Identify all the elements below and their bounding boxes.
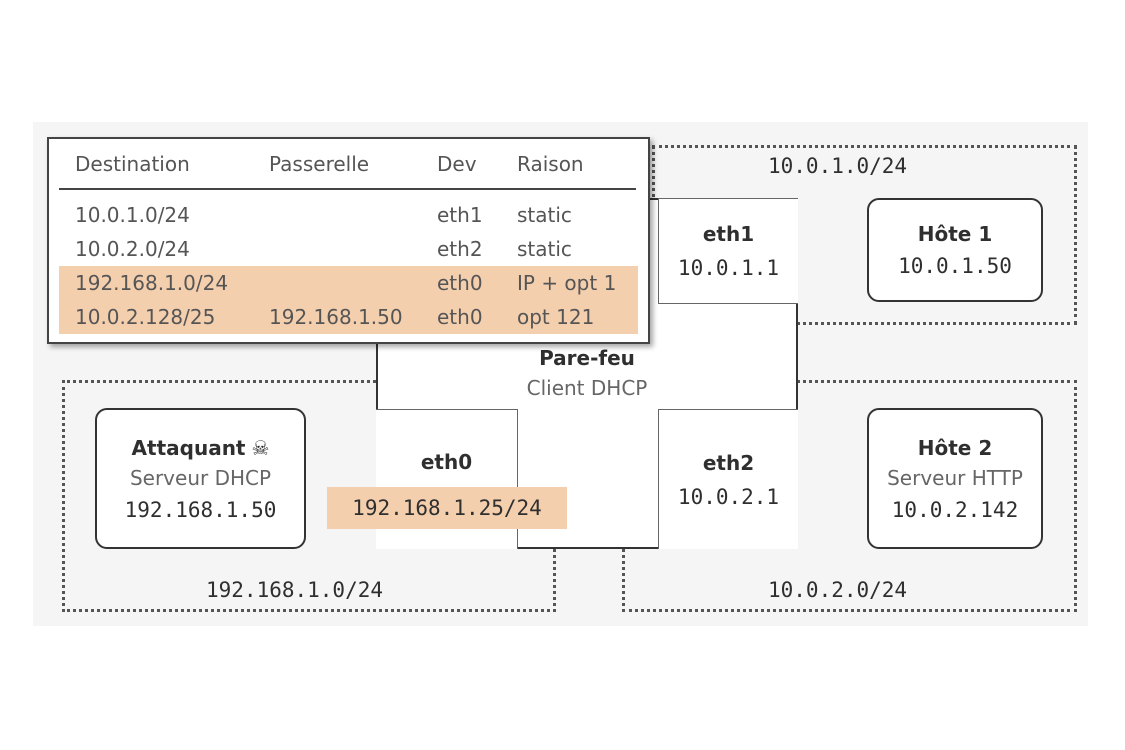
network-cidr-192-168-1: 192.168.1.0/24 xyxy=(206,578,384,602)
firewall-eth1: eth1 10.0.1.1 xyxy=(658,198,798,304)
attacker-title: Attaquant☠ xyxy=(132,436,270,460)
host-2-box: Hôte 2 Serveur HTTP 10.0.2.142 xyxy=(867,408,1043,549)
eth1-name: eth1 xyxy=(702,222,755,246)
attacker-ip: 192.168.1.50 xyxy=(124,497,277,522)
routing-table-header: Destination Passerelle Dev Raison xyxy=(59,147,638,181)
cell-raison: opt 121 xyxy=(517,305,595,329)
header-destination: Destination xyxy=(75,152,190,176)
routing-table: Destination Passerelle Dev Raison 10.0.1… xyxy=(47,137,650,344)
host-2-name: Hôte 2 xyxy=(917,435,993,460)
attacker-name: Attaquant xyxy=(131,435,246,460)
cell-destination: 10.0.2.128/25 xyxy=(75,305,216,329)
header-divider xyxy=(59,188,636,190)
host-2-role: Serveur HTTP xyxy=(887,465,1023,490)
attacker-role: Serveur DHCP xyxy=(129,465,272,490)
cell-dev: eth1 xyxy=(437,203,483,227)
cell-destination: 10.0.1.0/24 xyxy=(75,203,190,227)
cell-passerelle: 192.168.1.50 xyxy=(269,305,403,329)
header-raison: Raison xyxy=(517,152,584,176)
firewall-role: Client DHCP xyxy=(526,376,648,400)
host-1-ip: 10.0.1.50 xyxy=(898,254,1012,278)
eth0-ip: 192.168.1.25/24 xyxy=(327,487,567,529)
cell-raison: static xyxy=(517,203,572,227)
cell-dev: eth2 xyxy=(437,237,483,261)
network-cidr-10-0-1: 10.0.1.0/24 xyxy=(768,154,908,178)
table-row-highlighted: 10.0.2.128/25 192.168.1.50 eth0 opt 121 xyxy=(59,300,638,334)
host-1-box: Hôte 1 10.0.1.50 xyxy=(867,198,1043,302)
attacker-box: Attaquant☠ Serveur DHCP 192.168.1.50 xyxy=(95,408,306,549)
eth2-ip: 10.0.2.1 xyxy=(677,484,780,509)
firewall-name: Pare-feu xyxy=(539,346,635,370)
cell-destination: 192.168.1.0/24 xyxy=(75,271,229,295)
cell-raison: static xyxy=(517,237,572,261)
header-passerelle: Passerelle xyxy=(269,152,370,176)
cell-destination: 10.0.2.0/24 xyxy=(75,237,190,261)
eth0-name: eth0 xyxy=(420,450,473,474)
table-row-highlighted: 192.168.1.0/24 eth0 IP + opt 1 xyxy=(59,266,638,300)
cell-dev: eth0 xyxy=(437,305,483,329)
host-1-name: Hôte 1 xyxy=(917,222,993,246)
network-cidr-10-0-2: 10.0.2.0/24 xyxy=(768,578,908,602)
table-row: 10.0.1.0/24 eth1 static xyxy=(59,198,638,232)
eth2-name: eth2 xyxy=(702,450,755,475)
header-dev: Dev xyxy=(437,152,477,176)
host-2-ip: 10.0.2.142 xyxy=(891,497,1019,522)
skull-crossbones-icon: ☠ xyxy=(251,435,270,460)
cell-dev: eth0 xyxy=(437,271,483,295)
cell-raison: IP + opt 1 xyxy=(517,271,617,295)
table-row: 10.0.2.0/24 eth2 static xyxy=(59,232,638,266)
firewall-eth2: eth2 10.0.2.1 xyxy=(658,409,798,549)
eth1-ip: 10.0.1.1 xyxy=(677,256,780,280)
